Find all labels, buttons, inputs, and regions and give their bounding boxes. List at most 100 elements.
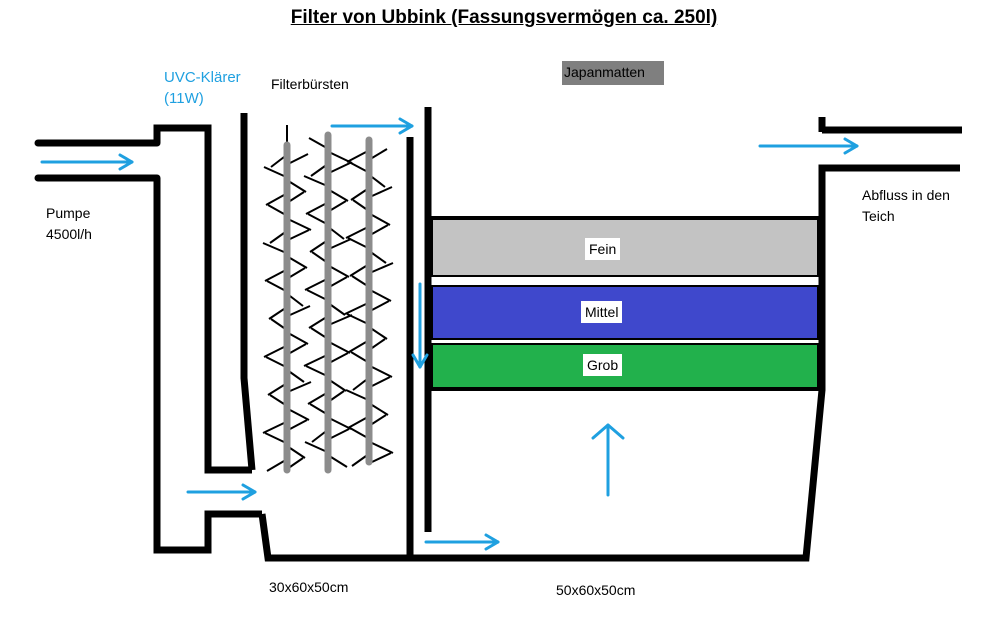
brush-bristle <box>289 181 307 193</box>
mats-label: Japanmatten <box>562 61 664 85</box>
brush-bristle <box>266 460 285 472</box>
brush-bristle <box>330 162 351 173</box>
brush-bristle <box>330 428 350 439</box>
brush-bristle <box>371 328 388 340</box>
brush-bristle <box>330 276 348 287</box>
brush-bristle <box>371 404 389 416</box>
brush-chamber-bottom <box>258 513 410 562</box>
brush-bristle <box>371 186 393 197</box>
pump-label: Pumpe <box>46 205 91 221</box>
brush-bristle <box>371 224 389 235</box>
outlet-label: Abfluss in den <box>862 187 950 203</box>
brush-bristle <box>265 356 285 367</box>
brush-bristle <box>330 266 350 278</box>
brush-bristle <box>311 431 326 443</box>
layer-mittel <box>431 285 819 340</box>
brush-bristle <box>289 371 305 383</box>
brush-bristle <box>264 270 285 282</box>
brush-bristle <box>371 176 386 188</box>
brush-bristle <box>371 376 391 387</box>
brush-bristle <box>311 251 326 262</box>
brush-bristle <box>289 267 306 278</box>
pump-flow-label: 4500l/h <box>46 226 92 242</box>
brush-bristle <box>289 333 309 345</box>
brush-bristle <box>351 455 367 467</box>
arrow-pump-inlet <box>40 153 134 171</box>
brush-bristle <box>289 153 309 164</box>
brush-bristle <box>307 213 326 224</box>
brush-bristle <box>348 161 367 172</box>
brush-bristle <box>350 189 367 201</box>
brush-bristle <box>371 366 393 378</box>
arrow-brush-top <box>330 117 414 135</box>
layer-grob-label: Grob <box>583 354 623 376</box>
brush-bristle <box>351 275 367 286</box>
brush-bristle <box>346 151 367 163</box>
brush-bristle <box>309 403 326 414</box>
layer-grob <box>431 343 819 389</box>
uvc-label: UVC-Klärer <box>164 69 241 86</box>
brushes-label: Filterbürsten <box>271 76 349 92</box>
brush-bristle <box>352 379 367 391</box>
brush-bristle <box>347 417 367 429</box>
diagram-title: Filter von Ubbink (Fassungsvermögen ca. … <box>290 7 718 28</box>
brush-bristle <box>330 228 345 240</box>
brush-bristle <box>268 308 285 320</box>
brush-bristle <box>264 432 285 443</box>
brush-bristle <box>266 280 285 291</box>
brush-bristle <box>350 351 367 362</box>
brush-bristle <box>262 242 285 253</box>
brush-bristle <box>330 238 352 249</box>
brush-bristle <box>269 232 285 244</box>
brush-bristle <box>289 457 304 468</box>
brush-bristle <box>330 200 347 211</box>
brush-bristle <box>344 303 367 315</box>
brush-bristle <box>289 447 306 459</box>
brush-bristle <box>308 137 326 148</box>
brush-bristle <box>371 414 387 425</box>
brush-bristle <box>289 409 310 421</box>
brush-bristle <box>371 442 394 454</box>
brush-bristle <box>306 289 326 300</box>
brush-bristle <box>308 317 326 329</box>
brush-bristle <box>345 389 367 400</box>
flow-arrows <box>40 117 859 551</box>
brush-bristle <box>371 338 386 349</box>
brush-bristle <box>309 241 326 253</box>
brush-bristle <box>345 227 367 239</box>
brush-bristle <box>330 380 347 392</box>
dimension-right-label: 50x60x50cm <box>556 582 636 598</box>
brush-bristle <box>262 422 285 434</box>
brush-bristle <box>289 295 304 307</box>
brush-bristle <box>270 156 285 168</box>
brush-bristle <box>304 279 326 291</box>
brush-bristle <box>330 342 351 354</box>
layer-fein-label: Fein <box>585 238 621 260</box>
brush-bristle <box>263 346 285 358</box>
brush-bristle <box>303 175 326 186</box>
inlet-pipe <box>34 139 161 182</box>
arrow-down <box>411 282 429 369</box>
brush-bristle <box>304 441 326 452</box>
brush-bristle <box>371 290 392 302</box>
brush-bristle <box>371 262 394 273</box>
layer-mittel-label: Mittel <box>581 301 623 323</box>
brush-bristle <box>289 343 307 354</box>
brush-bristle <box>371 214 391 226</box>
brush-bristle <box>265 194 285 206</box>
brush-bristle <box>348 341 367 353</box>
brush-bristle <box>346 313 367 324</box>
brush-bristle <box>289 257 308 269</box>
brush-bristle <box>263 166 285 177</box>
brush-bristle <box>305 365 326 376</box>
arrow-outlet <box>758 137 859 155</box>
brush-bristle <box>330 456 348 468</box>
brush-bristle <box>270 318 285 329</box>
brush-bristle <box>371 148 388 159</box>
brush-bristle <box>289 229 310 240</box>
arrow-uvc-out <box>186 483 257 501</box>
brush-bristle <box>371 252 387 264</box>
filter-brushes <box>262 125 394 474</box>
brush-bristle <box>310 327 326 338</box>
